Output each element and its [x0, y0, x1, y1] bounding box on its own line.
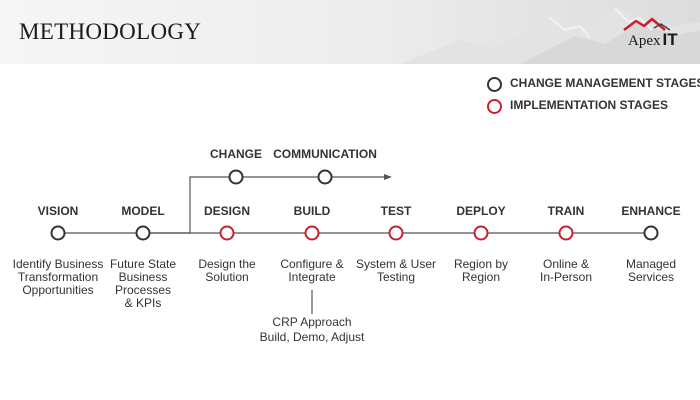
- branch-arrowhead-icon: [384, 174, 392, 180]
- logo-name: Apex: [628, 33, 661, 49]
- stage-label-deploy: DEPLOY: [456, 204, 506, 218]
- node-deploy: [473, 225, 489, 241]
- branch-label-communication: COMMUNICATION: [273, 147, 377, 161]
- stage-label-vision: VISION: [37, 204, 79, 218]
- legend-label: CHANGE MANAGEMENT STAGES: [510, 76, 700, 90]
- branch-line: [143, 176, 386, 234]
- node-vision: [50, 225, 66, 241]
- stage-label-test: TEST: [380, 204, 412, 218]
- node-model: [135, 225, 151, 241]
- branch-node-communication: [317, 169, 333, 185]
- stage-desc-build: Configure &Integrate: [280, 257, 344, 284]
- branch-node-change: [228, 169, 244, 185]
- legend-label: IMPLEMENTATION STAGES: [510, 98, 668, 112]
- node-test: [388, 225, 404, 241]
- stage-label-train: TRAIN: [547, 204, 585, 218]
- logo-suffix: IT: [662, 30, 678, 49]
- gray-circle-icon: [487, 77, 502, 92]
- stage-label-design: DESIGN: [203, 204, 251, 218]
- stage-label-model: MODEL: [121, 204, 165, 218]
- stage-label-build: BUILD: [293, 204, 331, 218]
- mountain-background: [400, 7, 700, 64]
- node-train: [558, 225, 574, 241]
- stage-desc-train: Online &In-Person: [539, 257, 593, 284]
- node-enhance: [643, 225, 659, 241]
- logo-mountain-icon: [623, 17, 671, 31]
- red-circle-icon: [487, 99, 502, 114]
- stage-label-enhance: ENHANCE: [621, 204, 681, 218]
- branch-label-change: CHANGE: [209, 147, 263, 161]
- page-title: METHODOLOGY: [19, 19, 202, 44]
- node-build: [304, 225, 320, 241]
- node-design: [219, 225, 235, 241]
